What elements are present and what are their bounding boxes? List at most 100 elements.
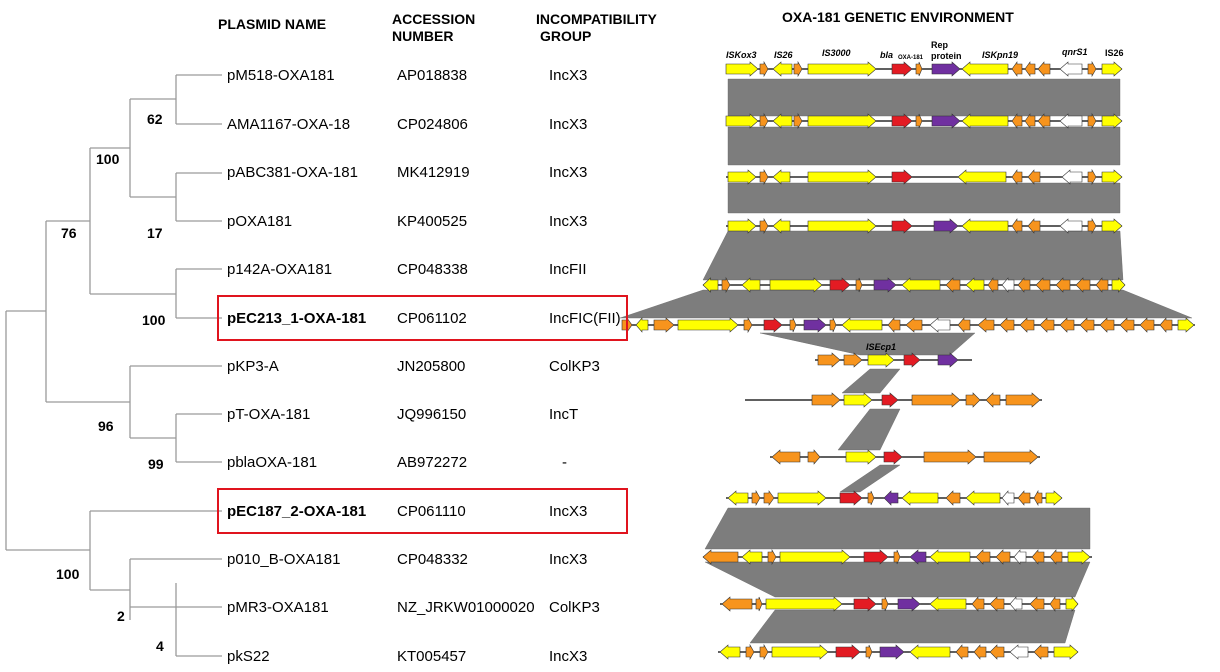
gene-arrow — [915, 113, 923, 129]
gene-arrow — [1087, 60, 1097, 78]
gene-arrow — [971, 596, 985, 612]
gene-arrow — [915, 61, 923, 77]
group-3: IncX3 — [549, 164, 588, 181]
gene-arrow — [1059, 218, 1083, 234]
gene-arrow — [965, 277, 985, 293]
gene-arrow — [829, 277, 851, 293]
gene-arrow — [957, 317, 971, 333]
gene-arrow — [789, 317, 797, 333]
gene-arrow — [807, 218, 877, 234]
gene-arrow — [743, 316, 753, 334]
accession-11: CP048332 — [397, 551, 468, 568]
header-plasmid-name: PLASMID NAME — [218, 16, 327, 32]
gene-arrow — [1079, 317, 1095, 333]
gene-label-iskox3: ISKox3 — [726, 50, 757, 60]
gene-arrow — [1039, 317, 1055, 333]
header-accession: ACCESSION NUMBER — [392, 11, 475, 45]
plasmid-name-4: pOXA181 — [227, 213, 293, 230]
gene-arrow — [721, 276, 731, 294]
plasmid-name-12: pMR3-OXA181 — [227, 599, 329, 616]
gene-arrow — [1101, 113, 1123, 129]
gene-arrow — [867, 352, 895, 368]
gene-arrow — [931, 61, 961, 77]
gene-arrow — [745, 643, 755, 661]
gene-arrow — [839, 490, 863, 506]
gene-arrow — [843, 352, 863, 368]
gene-arrow — [777, 490, 827, 506]
gene-label-iskpn19: ISKpn19 — [982, 50, 1018, 60]
gene-arrow — [721, 596, 753, 612]
gene-arrow — [807, 61, 877, 77]
gene-arrow — [891, 218, 913, 234]
gene-arrow — [909, 549, 927, 565]
plasmid-name-6: pEC213_1-OXA-181 — [227, 310, 367, 327]
group-9: - — [562, 454, 567, 471]
gene-arrow — [901, 490, 939, 506]
bootstrap-value: 100 — [56, 566, 80, 582]
gene-arrow — [955, 644, 969, 660]
accession-9: AB972272 — [397, 454, 468, 471]
group-7: ColKP3 — [549, 358, 600, 375]
similarity-block — [702, 230, 1124, 281]
gene-arrow — [1001, 277, 1015, 293]
gene-arrow — [1027, 169, 1041, 185]
bootstrap-value: 76 — [61, 225, 77, 241]
gene-arrow — [879, 644, 905, 660]
gene-labels: ISKox3 IS26 IS3000 bla OXA-181 Rep prote… — [726, 40, 1124, 352]
gene-arrow — [779, 549, 851, 565]
plasmid-name-7: pKP3-A — [227, 358, 279, 375]
gene-arrow — [961, 218, 1009, 234]
bootstrap-value: 100 — [96, 151, 120, 167]
gene-arrow — [1101, 218, 1123, 234]
similarity-block — [727, 126, 1121, 166]
gene-arrow — [759, 643, 769, 661]
gene-arrow — [873, 277, 897, 293]
gene-arrow — [1067, 549, 1091, 565]
accession-1: AP018838 — [397, 67, 468, 84]
similarity-block — [727, 78, 1121, 117]
phylogenetic-tree — [5, 74, 222, 657]
gene-arrow — [1059, 317, 1075, 333]
gene-arrow — [929, 317, 951, 333]
gene-arrow — [891, 61, 913, 77]
gene-arrow — [863, 549, 889, 565]
header-accession-line1: ACCESSION — [392, 11, 476, 27]
bootstrap-value: 96 — [98, 418, 114, 434]
gene-arrow — [881, 392, 899, 408]
gene-arrow — [803, 317, 827, 333]
accession-13: KT005457 — [397, 648, 467, 665]
gene-arrow — [702, 549, 739, 565]
plasmid-name-9: pblaOXA-181 — [227, 454, 318, 471]
gene-arrow — [772, 218, 791, 234]
gene-arrow — [957, 169, 1007, 185]
gene-arrow — [1049, 549, 1063, 565]
gene-arrow — [989, 644, 1005, 660]
gene-arrow — [893, 549, 901, 565]
gene-arrow — [771, 449, 801, 465]
group-1: IncX3 — [549, 67, 588, 84]
gene-arrow — [1011, 113, 1023, 129]
plasmid-name-3: pABC381-OXA-181 — [227, 164, 358, 181]
highlight-box-pec187 — [217, 488, 628, 534]
gene-arrow — [945, 490, 961, 506]
gene-arrow — [1119, 317, 1135, 333]
gene-arrow — [763, 490, 775, 506]
gene-arrow — [883, 449, 903, 465]
gene-arrow — [965, 392, 981, 408]
gene-arrow — [961, 61, 1009, 77]
gene-arrow — [1017, 277, 1031, 293]
plasmid-name-8: pT-OXA-181 — [227, 406, 311, 423]
plasmid-name-11: p010_B-OXA181 — [227, 551, 341, 568]
gene-arrow — [1087, 217, 1097, 235]
gene-arrow — [929, 549, 971, 565]
gene-arrow — [719, 644, 741, 660]
gene-arrow — [1045, 490, 1063, 506]
gene-arrow — [891, 169, 913, 185]
gene-arrow — [865, 644, 873, 660]
group-4: IncX3 — [549, 213, 588, 230]
gene-arrow — [793, 112, 803, 130]
header-genetic-environment: OXA-181 GENETIC ENVIRONMENT — [782, 9, 1014, 25]
accession-3: MK412919 — [397, 164, 470, 181]
gene-arrow — [841, 317, 883, 333]
gene-arrow — [1087, 112, 1097, 130]
